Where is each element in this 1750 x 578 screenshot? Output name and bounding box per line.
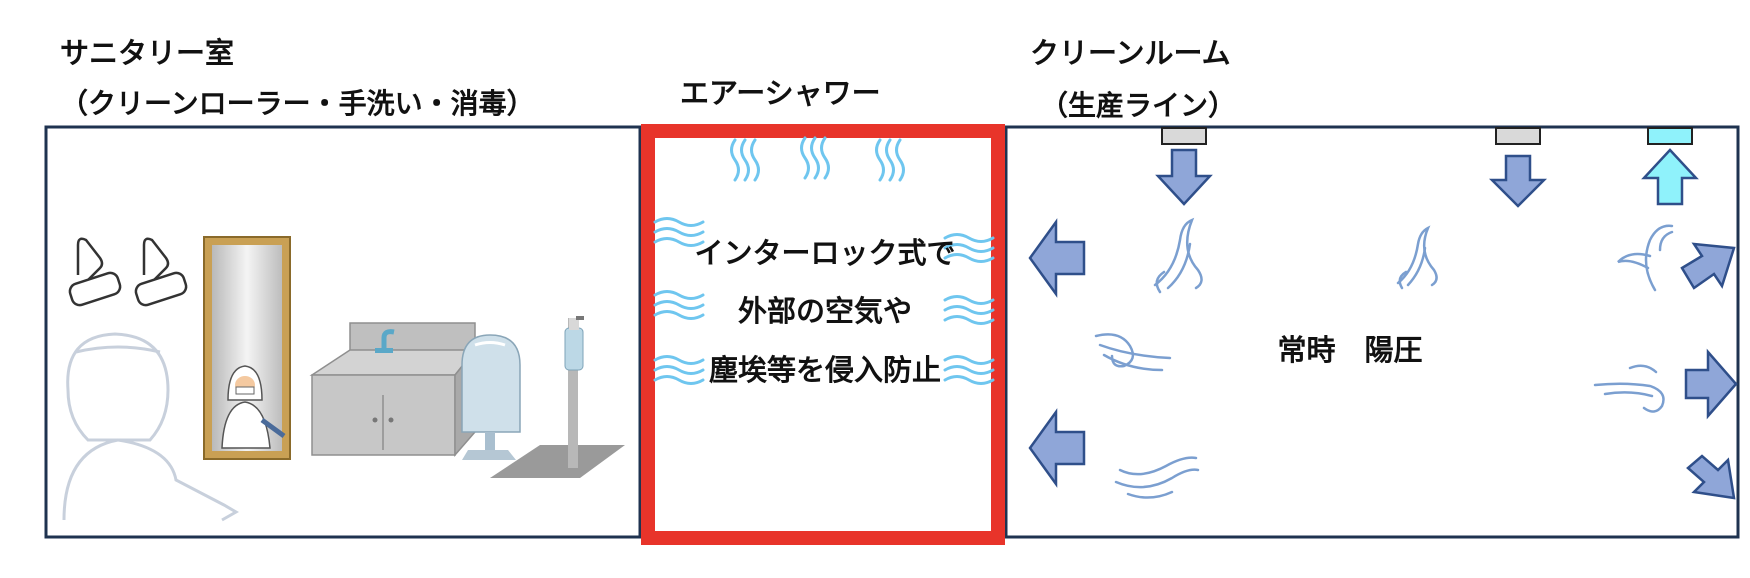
exhaust-vent bbox=[1647, 127, 1693, 145]
sanitary-title: サニタリー室 bbox=[60, 36, 235, 70]
left-arrow-icon bbox=[1028, 408, 1086, 488]
right-arrow-icon bbox=[1684, 348, 1738, 420]
air-swirl-icon bbox=[1593, 364, 1665, 413]
air-shower-title: エアーシャワー bbox=[680, 76, 881, 110]
pressure-status-text: 常時 陽圧 bbox=[1277, 333, 1423, 367]
mirror-icon bbox=[203, 236, 291, 460]
sink-icon bbox=[309, 322, 477, 458]
down-arrow-icon bbox=[1155, 148, 1213, 206]
air-swirl-icon bbox=[1396, 225, 1438, 290]
down-arrow-icon bbox=[1488, 154, 1548, 208]
sanitizer-stand-icon bbox=[490, 316, 625, 478]
cleanroom-title: クリーンルーム bbox=[1030, 36, 1231, 70]
side-air-waves bbox=[653, 217, 995, 385]
sanitary-room-frame bbox=[44, 125, 642, 539]
sanitary-subtitle: （クリーンローラー・手洗い・消毒） bbox=[60, 87, 535, 120]
air-shower-line-2: 外部の空気や bbox=[737, 294, 912, 328]
right-arrow-icon bbox=[1686, 454, 1736, 500]
air-swirl-icon bbox=[1617, 224, 1674, 292]
left-arrow-icon bbox=[1028, 218, 1086, 298]
lint-roller-icon bbox=[68, 237, 122, 307]
cleanroom-subtitle: （生産ライン） bbox=[1040, 89, 1237, 122]
air-swirl-icon bbox=[1153, 217, 1203, 294]
right-arrow-icon bbox=[1680, 242, 1736, 290]
up-arrow-icon bbox=[1641, 148, 1699, 206]
worker-outline-icon bbox=[62, 332, 239, 522]
air-swirl-icon bbox=[1114, 456, 1200, 499]
air-shower-line-1: インターロック式で bbox=[694, 236, 956, 270]
air-shower-frame bbox=[641, 124, 1005, 545]
hand-dryer-icon bbox=[461, 334, 521, 460]
lint-roller-icon bbox=[134, 237, 188, 307]
air-shower-line-3: 塵埃等を侵入防止 bbox=[708, 353, 941, 387]
ceiling-vent bbox=[1495, 127, 1541, 145]
cleanroom-frame bbox=[1004, 125, 1740, 539]
air-swirl-icon bbox=[1094, 333, 1172, 372]
ceiling-vent bbox=[1161, 127, 1207, 145]
air-blow-waves bbox=[730, 136, 905, 182]
